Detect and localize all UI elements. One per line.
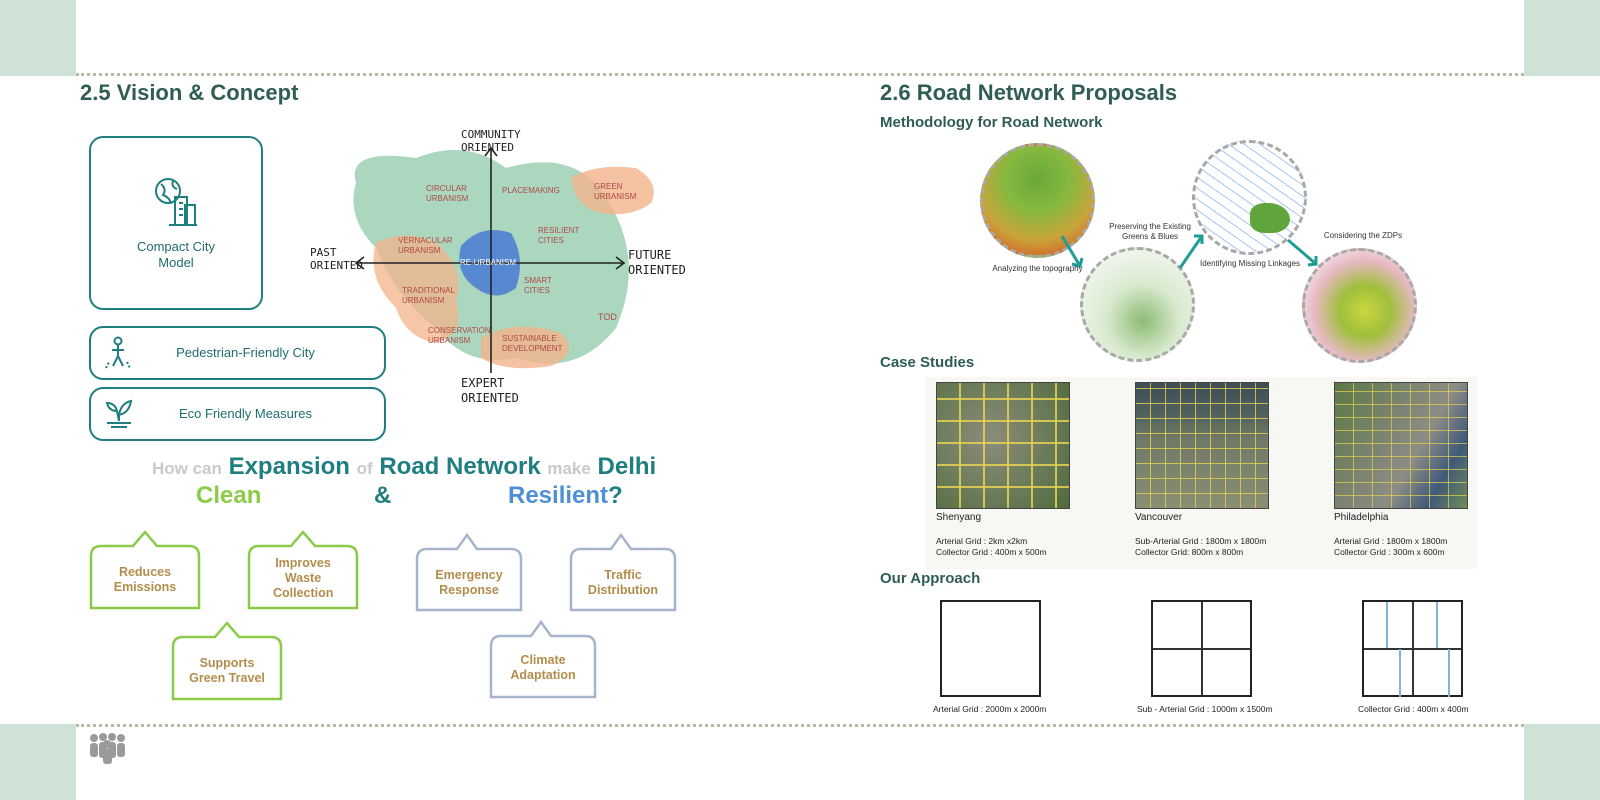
methodology-step-caption: Analyzing the topography [992,264,1083,273]
concept-label: SMART CITIES [524,276,552,295]
methodology-step-caption: Considering the ZDPs [1323,231,1403,240]
corner-block-bottom-right [1524,724,1600,800]
concept-diagram: COMMUNITY ORIENTED PAST ORIENTED FUTURE … [310,128,706,428]
benefit-bubble-green: Improves Waste Collection [247,530,359,612]
approach-caption: Sub - Arterial Grid : 1000m x 1500m [1137,704,1273,714]
case-study-map-philadelphia [1334,382,1468,509]
card-pedestrian: Pedestrian-Friendly City [89,326,386,380]
question-road-network: Road Network [379,453,541,480]
concept-label: SUSTAINABLE DEVELOPMENT [502,334,563,353]
case-study-map-vancouver [1135,382,1269,509]
case-study-detail: Arterial Grid : 1800m x 1800m [1334,536,1448,546]
benefit-label: Reduces Emissions [113,565,177,594]
benefit-label: Supports Green Travel [189,656,265,685]
card-eco-label: Eco Friendly Measures [179,406,312,421]
corner-block-top-left [0,0,76,76]
corner-block-bottom-left [0,724,76,800]
top-divider [76,73,1524,76]
methodology-arrows [1060,230,1330,280]
leaf-icon [103,397,137,431]
arterial-grid-diagram [940,600,1041,697]
collector-grid-diagram [1362,600,1463,697]
case-study-detail: Collector Grid: 800m x 800m [1135,547,1244,557]
benefit-label: Climate Adaptation [510,653,576,682]
benefit-label: Emergency Response [435,568,503,597]
zdp-map [1302,248,1417,363]
concept-label: GREEN URBANISM [594,182,637,201]
topography-map [980,143,1095,258]
approach-caption: Collector Grid : 400m x 400m [1358,704,1469,714]
case-studies-title: Case Studies [880,354,975,371]
case-study-map-shenyang [936,382,1070,509]
pedestrian-icon [103,336,137,370]
greens-blues-map [1080,247,1195,362]
sub-arterial-grid-diagram [1151,600,1252,697]
case-study-detail: Collector Grid : 300m x 600m [1334,547,1445,557]
question-line-2-end: Resilient? [508,482,623,510]
benefit-bubble-green: Supports Green Travel [171,621,283,703]
question-expansion: Expansion [228,453,350,480]
concept-label: TRADITIONAL URBANISM [402,286,455,305]
question-line-1: How can Expansion of Road Network make D… [152,453,656,481]
concept-label: CONSERVATION URBANISM [428,326,491,345]
question-make: make [547,459,591,478]
question-clean: Clean [196,482,262,509]
axis-label-left: PAST ORIENTED [310,246,363,272]
benefit-label: Improves Waste Collection [273,556,334,600]
benefit-bubble-blue: Traffic Distribution [569,533,677,613]
benefit-bubble-blue: Emergency Response [415,533,523,613]
corner-block-top-right [1524,0,1600,76]
concept-label: RE-URBANISM [460,258,517,267]
case-study-city: Vancouver [1135,512,1183,523]
concept-label: PLACEMAKING [502,186,560,195]
concept-label: VERNACULAR URBANISM [398,236,453,255]
question-how-can: How can [152,459,222,478]
people-group-icon [86,732,128,764]
concept-label: RESILIENT CITIES [538,226,580,245]
case-study-city: Philadelphia [1334,512,1389,523]
question-delhi: Delhi [597,453,657,480]
case-study-city: Shenyang [936,512,982,523]
page-title-vision: 2.5 Vision & Concept [80,80,299,105]
benefit-bubble-green: Reduces Emissions [89,530,201,612]
approach-caption: Arterial Grid : 2000m x 2000m [933,704,1047,714]
card-eco: Eco Friendly Measures [89,387,386,441]
axis-label-right: FUTURE ORIENTED [628,248,686,277]
benefit-label: Traffic Distribution [587,568,659,597]
card-compact-city: Compact City Model [89,136,263,310]
methodology-step-caption: Identifying Missing Linkages [1199,259,1301,268]
page-title-road-network: 2.6 Road Network Proposals [880,80,1178,105]
question-resilient: Resilient [508,482,609,509]
concept-label: CIRCULAR URBANISM [426,184,469,203]
card-compact-city-label: Compact City Model [136,239,216,270]
methodology-title: Methodology for Road Network [880,114,1103,131]
case-study-detail: Collector Grid : 400m x 500m [936,547,1047,557]
concept-label: TOD [598,312,617,322]
axis-label-bottom: EXPERT ORIENTED [461,376,519,405]
missing-linkages-map [1192,140,1307,255]
approach-title: Our Approach [880,570,981,587]
card-pedestrian-label: Pedestrian-Friendly City [176,345,315,360]
question-ampersand: & [374,482,392,509]
axis-label-top: COMMUNITY ORIENTED [461,128,521,154]
bottom-divider [76,724,1524,727]
case-study-detail: Arterial Grid : 2km x2km [936,536,1028,546]
methodology-step-caption: Preserving the Existing Greens & Blues [1109,222,1191,241]
globe-building-icon [153,175,199,227]
question-mark: ? [608,482,623,509]
benefit-bubble-blue: Climate Adaptation [489,620,597,700]
question-of: of [356,459,373,478]
case-study-detail: Sub-Arterial Grid : 1800m x 1800m [1135,536,1267,546]
